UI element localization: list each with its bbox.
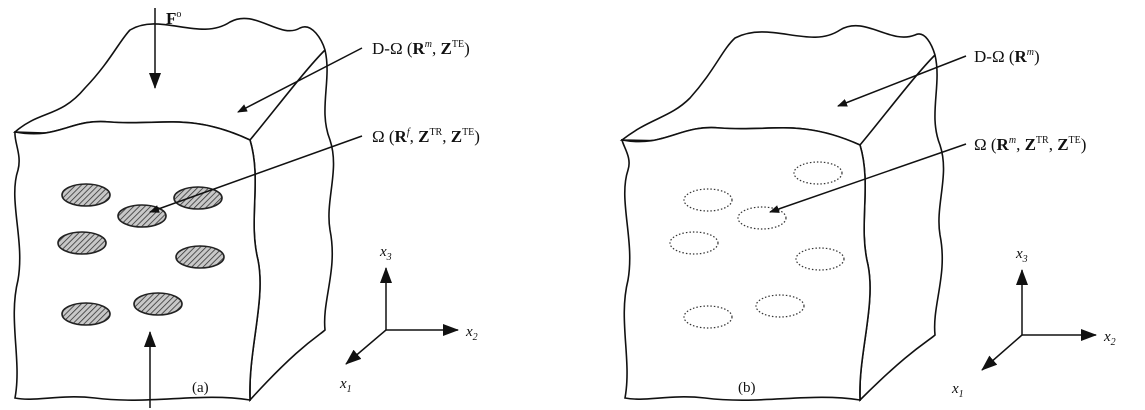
- outer-region-leader: [237, 47, 363, 113]
- axis-x1-a: [345, 329, 387, 365]
- back-edge-a: [249, 49, 326, 141]
- fiber-inclusion: [133, 292, 183, 316]
- matrix-inclusion: [683, 305, 733, 329]
- front-face-b: [620, 126, 871, 401]
- axis-label-x3-a: x3: [379, 244, 392, 263]
- axes-a: x3 x2 x1: [339, 244, 478, 395]
- fiber-inclusion: [173, 186, 223, 210]
- outer-region-leader-b: [837, 55, 967, 107]
- outer-region-label: D-Ω (Rm, ZTE): [372, 39, 470, 58]
- axis-label-x3-b: x3: [1015, 246, 1028, 265]
- matrix-inclusion: [669, 231, 719, 255]
- axis-label-x1-a: x1: [339, 376, 352, 395]
- inner-region-label: Ω (Rf, ZTR, ZTE): [372, 127, 480, 146]
- matrix-inclusion: [793, 161, 843, 185]
- panel-a: Fo D-Ω (Rm, ZTE) Ω (Rf, ZTR, ZTE) x3 x2 …: [12, 8, 480, 408]
- axis-label-x2-b: x2: [1103, 329, 1116, 348]
- fiber-inclusion: [57, 231, 107, 255]
- inner-region-leader-b: [769, 143, 967, 213]
- outer-region-label-b: D-Ω (Rm): [974, 47, 1040, 66]
- fiber-inclusion: [61, 302, 111, 326]
- force-label: Fo: [166, 9, 181, 28]
- matrix-inclusion: [737, 206, 787, 230]
- panel-caption-b: (b): [738, 380, 756, 396]
- panel-b: D-Ω (Rm) Ω (Rm, ZTR, ZTE) x3 x2 x1 (b): [619, 24, 1116, 402]
- back-edge-b: [859, 54, 936, 146]
- matrix-inclusion: [683, 188, 733, 212]
- fiber-inclusion: [175, 245, 225, 269]
- panel-caption-a: (a): [192, 380, 209, 396]
- matrix-inclusion: [795, 247, 845, 271]
- matrix-inclusion: [755, 294, 805, 318]
- axis-x1-b: [981, 334, 1023, 371]
- axis-label-x1-b: x1: [951, 381, 964, 400]
- inner-region-label-b: Ω (Rm, ZTR, ZTE): [974, 135, 1086, 154]
- axes-b: x3 x2 x1: [951, 246, 1116, 400]
- inner-region-leader: [149, 135, 363, 213]
- axis-label-x2-a: x2: [465, 324, 478, 343]
- fiber-inclusion: [61, 183, 111, 207]
